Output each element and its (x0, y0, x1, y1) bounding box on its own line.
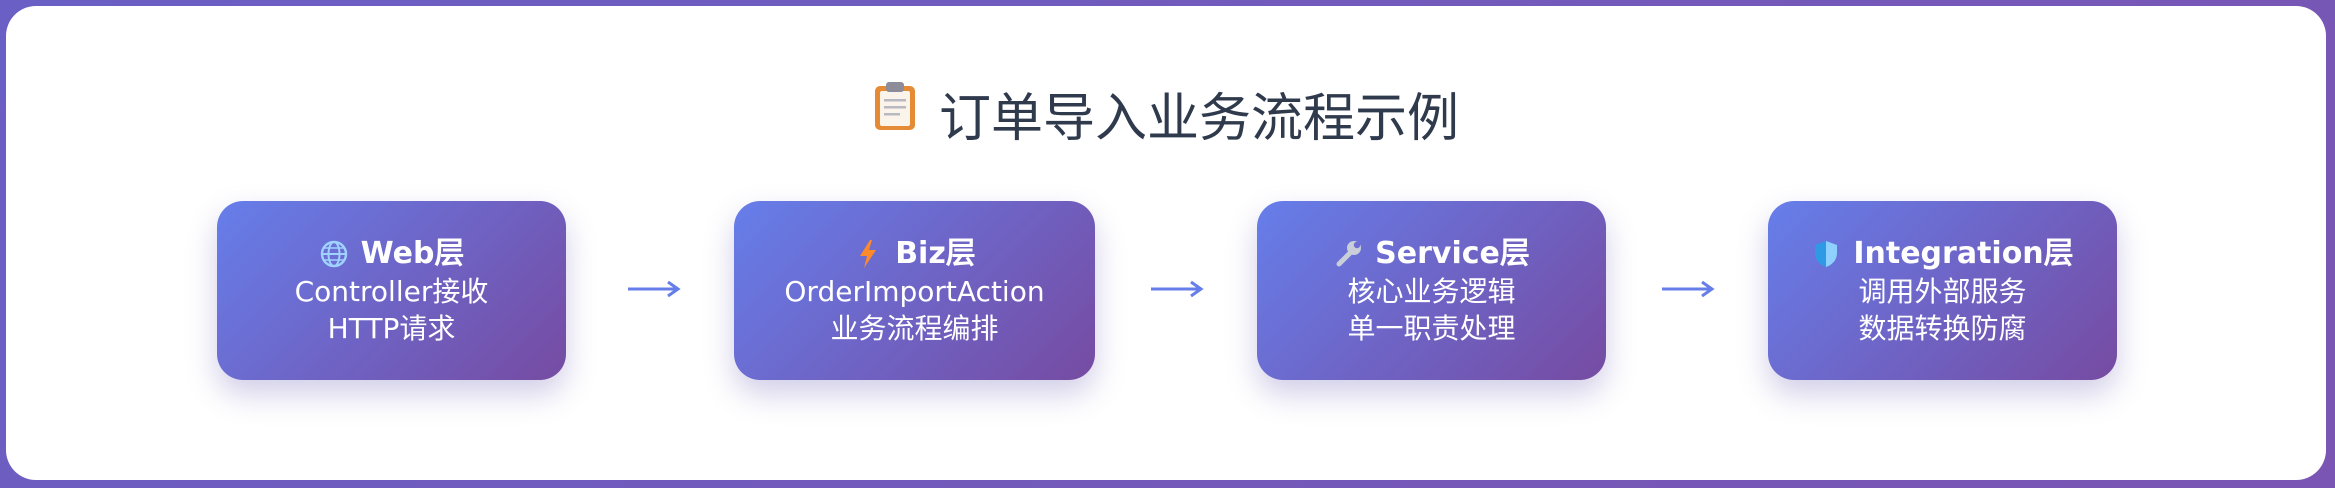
step-line-1: 调用外部服务 (1858, 274, 2027, 308)
step-label: Web层 (360, 235, 465, 271)
step-label: Integration层 (1853, 235, 2074, 271)
step-heading: Biz层 (853, 235, 976, 273)
step-line-1: 核心业务逻辑 (1347, 274, 1516, 308)
wrench-icon (1333, 239, 1363, 269)
lightning-icon (853, 239, 883, 269)
arrow-icon (1662, 280, 1715, 298)
diagram-title: 订单导入业务流程示例 (6, 80, 2326, 155)
step-card-web: Web层 Controller接收 HTTP请求 (217, 201, 566, 380)
step-card-service: Service层 核心业务逻辑 单一职责处理 (1257, 201, 1606, 380)
arrow-icon (628, 280, 681, 298)
step-card-integration: Integration层 调用外部服务 数据转换防腐 (1768, 201, 2117, 380)
step-line-2: 单一职责处理 (1347, 311, 1516, 345)
step-card-biz: Biz层 OrderImportAction 业务流程编排 (734, 201, 1095, 380)
step-heading: Web层 (319, 235, 465, 273)
step-heading: Service层 (1333, 235, 1530, 273)
main-panel: 订单导入业务流程示例 Web层 Controller接收 HTTP请求 (6, 6, 2326, 480)
arrow-icon (1151, 280, 1204, 298)
globe-icon (319, 239, 349, 269)
step-line-2: 业务流程编排 (830, 311, 999, 345)
step-line-1: Controller接收 (294, 274, 489, 308)
step-label: Service层 (1375, 235, 1530, 271)
title-text: 订单导入业务流程示例 (938, 89, 1459, 149)
step-heading: Integration层 (1811, 235, 2074, 273)
step-line-2: 数据转换防腐 (1858, 311, 2027, 345)
flow-diagram: Web层 Controller接收 HTTP请求 Biz层 OrderImpor… (6, 6, 2326, 480)
clipboard-icon (873, 79, 917, 151)
step-line-2: HTTP请求 (327, 311, 456, 345)
step-line-1: OrderImportAction (784, 274, 1045, 308)
shield-icon (1811, 239, 1841, 269)
step-label: Biz层 (895, 235, 976, 271)
